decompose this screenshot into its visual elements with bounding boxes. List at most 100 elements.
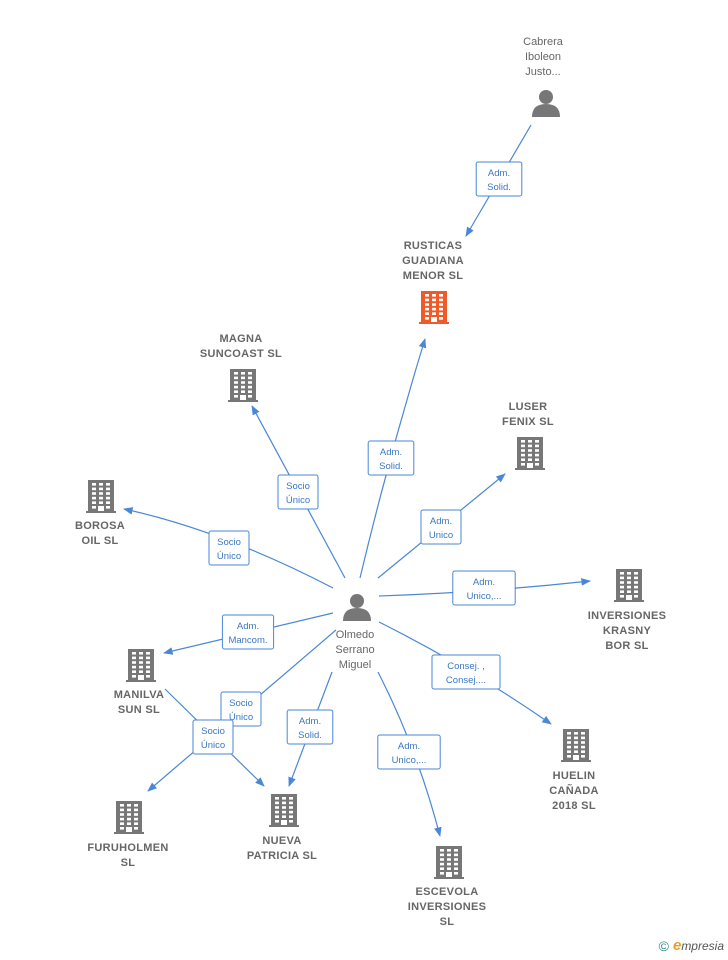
role-box-cabrera-rusticas[interactable]: Adm. Solid.: [475, 161, 523, 197]
footer-credit: © empresia: [659, 937, 724, 954]
role-label: Adm.: [488, 168, 510, 179]
node-label: LUSER: [509, 401, 548, 413]
node-label: NUEVA: [262, 835, 301, 847]
node-label: BOR SL: [605, 640, 648, 652]
node-label: PATRICIA SL: [247, 850, 317, 862]
brand-logo[interactable]: empresia: [672, 937, 724, 954]
role-label: Unico,...: [392, 755, 427, 766]
node-label: Serrano: [335, 644, 374, 656]
node-furuholmen[interactable]: FURUHOLMEN SL: [87, 801, 168, 869]
building-icon: [614, 569, 644, 602]
building-icon: [228, 369, 258, 402]
node-luser[interactable]: LUSER FENIX SL: [502, 401, 554, 470]
role-box-frame: [367, 440, 415, 476]
node-label: SUN SL: [118, 704, 160, 716]
role-box-olmedo-nueva[interactable]: Adm. Solid.: [286, 709, 334, 745]
role-label: Adm.: [237, 621, 259, 632]
node-manilva[interactable]: MANILVA SUN SL: [114, 649, 165, 716]
role-box-frame: [192, 719, 234, 755]
node-label: BOROSA: [75, 520, 125, 532]
node-label: KRASNY: [603, 625, 652, 637]
building-icon: [269, 794, 299, 827]
role-box-frame: [452, 570, 516, 606]
role-box-olmedo-krasny[interactable]: Adm. Unico,...: [452, 570, 516, 606]
node-huelin[interactable]: HUELIN CAÑADA 2018 SL: [549, 729, 598, 812]
role-box-frame: [277, 474, 319, 510]
node-cabrera[interactable]: CabreraIboleonJusto...: [523, 36, 564, 117]
node-magna[interactable]: MAGNA SUNCOAST SL: [200, 333, 282, 402]
role-label: Solid.: [379, 461, 403, 472]
role-label: Unico,...: [467, 591, 502, 602]
node-label: Iboleon: [525, 51, 561, 63]
node-label: INVERSIONES: [588, 610, 667, 622]
role-box-olmedo-escevola[interactable]: Adm. Unico,...: [377, 734, 441, 770]
role-label: Unico: [429, 530, 453, 541]
role-box-frame: [286, 709, 334, 745]
building-icon: [561, 729, 591, 762]
building-icon: [419, 291, 449, 324]
role-box-olmedo-manilva[interactable]: Adm. Mancom.: [221, 614, 275, 650]
building-icon: [434, 846, 464, 879]
node-label: ESCEVOLA: [416, 886, 479, 898]
node-label: SL: [121, 857, 136, 869]
node-label: 2018 SL: [552, 800, 596, 812]
role-label: Mancom.: [228, 635, 267, 646]
node-krasny[interactable]: INVERSIONES KRASNY BOR SL: [588, 569, 667, 652]
building-icon: [126, 649, 156, 682]
role-label: Adm.: [473, 577, 495, 588]
role-box-frame: [420, 509, 462, 545]
node-label: RUSTICAS: [404, 240, 463, 252]
node-borosa[interactable]: BOROSA OIL SL: [75, 480, 125, 547]
role-box-frame: [220, 691, 262, 727]
role-label: Socio: [201, 726, 225, 737]
role-label: Consej. ,: [447, 661, 485, 672]
node-label: FENIX SL: [502, 416, 554, 428]
node-label: SUNCOAST SL: [200, 348, 282, 360]
role-label: Único: [286, 495, 310, 506]
building-icon: [515, 437, 545, 470]
role-label: Adm.: [299, 716, 321, 727]
role-label: Adm.: [380, 447, 402, 458]
role-label: Solid.: [487, 182, 511, 193]
role-label: Adm.: [398, 741, 420, 752]
roles-layer: Adm.Solid.Adm.Solid.SocioÚnicoAdm.UnicoS…: [192, 161, 523, 770]
node-label: Justo...: [525, 66, 560, 78]
role-box-frame: [377, 734, 441, 770]
node-label: FURUHOLMEN: [87, 842, 168, 854]
role-box-olmedo-rusticas[interactable]: Adm. Solid.: [367, 440, 415, 476]
node-label: CAÑADA: [549, 784, 598, 797]
building-icon: [114, 801, 144, 834]
node-label: Cabrera: [523, 36, 564, 48]
node-nueva[interactable]: NUEVA PATRICIA SL: [247, 794, 317, 862]
person-icon: [343, 594, 371, 621]
role-label: Socio: [217, 537, 241, 548]
node-label: HUELIN: [553, 770, 596, 782]
role-label: Único: [229, 712, 253, 723]
role-box-olmedo-luser[interactable]: Adm. Unico: [420, 509, 462, 545]
role-label: Único: [201, 740, 225, 751]
building-icon: [86, 480, 116, 513]
node-label: MENOR SL: [403, 270, 463, 282]
node-label: Olmedo: [336, 629, 375, 641]
role-box-frame: [208, 530, 250, 566]
node-label: GUADIANA: [402, 255, 464, 267]
node-label: OIL SL: [81, 535, 118, 547]
role-label: Consej....: [446, 675, 486, 686]
node-label: Miguel: [339, 659, 371, 671]
role-label: Adm.: [430, 516, 452, 527]
node-rusticas[interactable]: RUSTICAS GUADIANA MENOR SL: [402, 240, 464, 324]
node-label: MANILVA: [114, 689, 165, 701]
copyright-icon: ©: [658, 937, 669, 954]
role-box-olmedo-huelin[interactable]: Consej. , Consej....: [431, 654, 501, 690]
role-label: Único: [217, 551, 241, 562]
role-label: Socio: [229, 698, 253, 709]
role-label: Solid.: [298, 730, 322, 741]
node-label: MAGNA: [219, 333, 262, 345]
